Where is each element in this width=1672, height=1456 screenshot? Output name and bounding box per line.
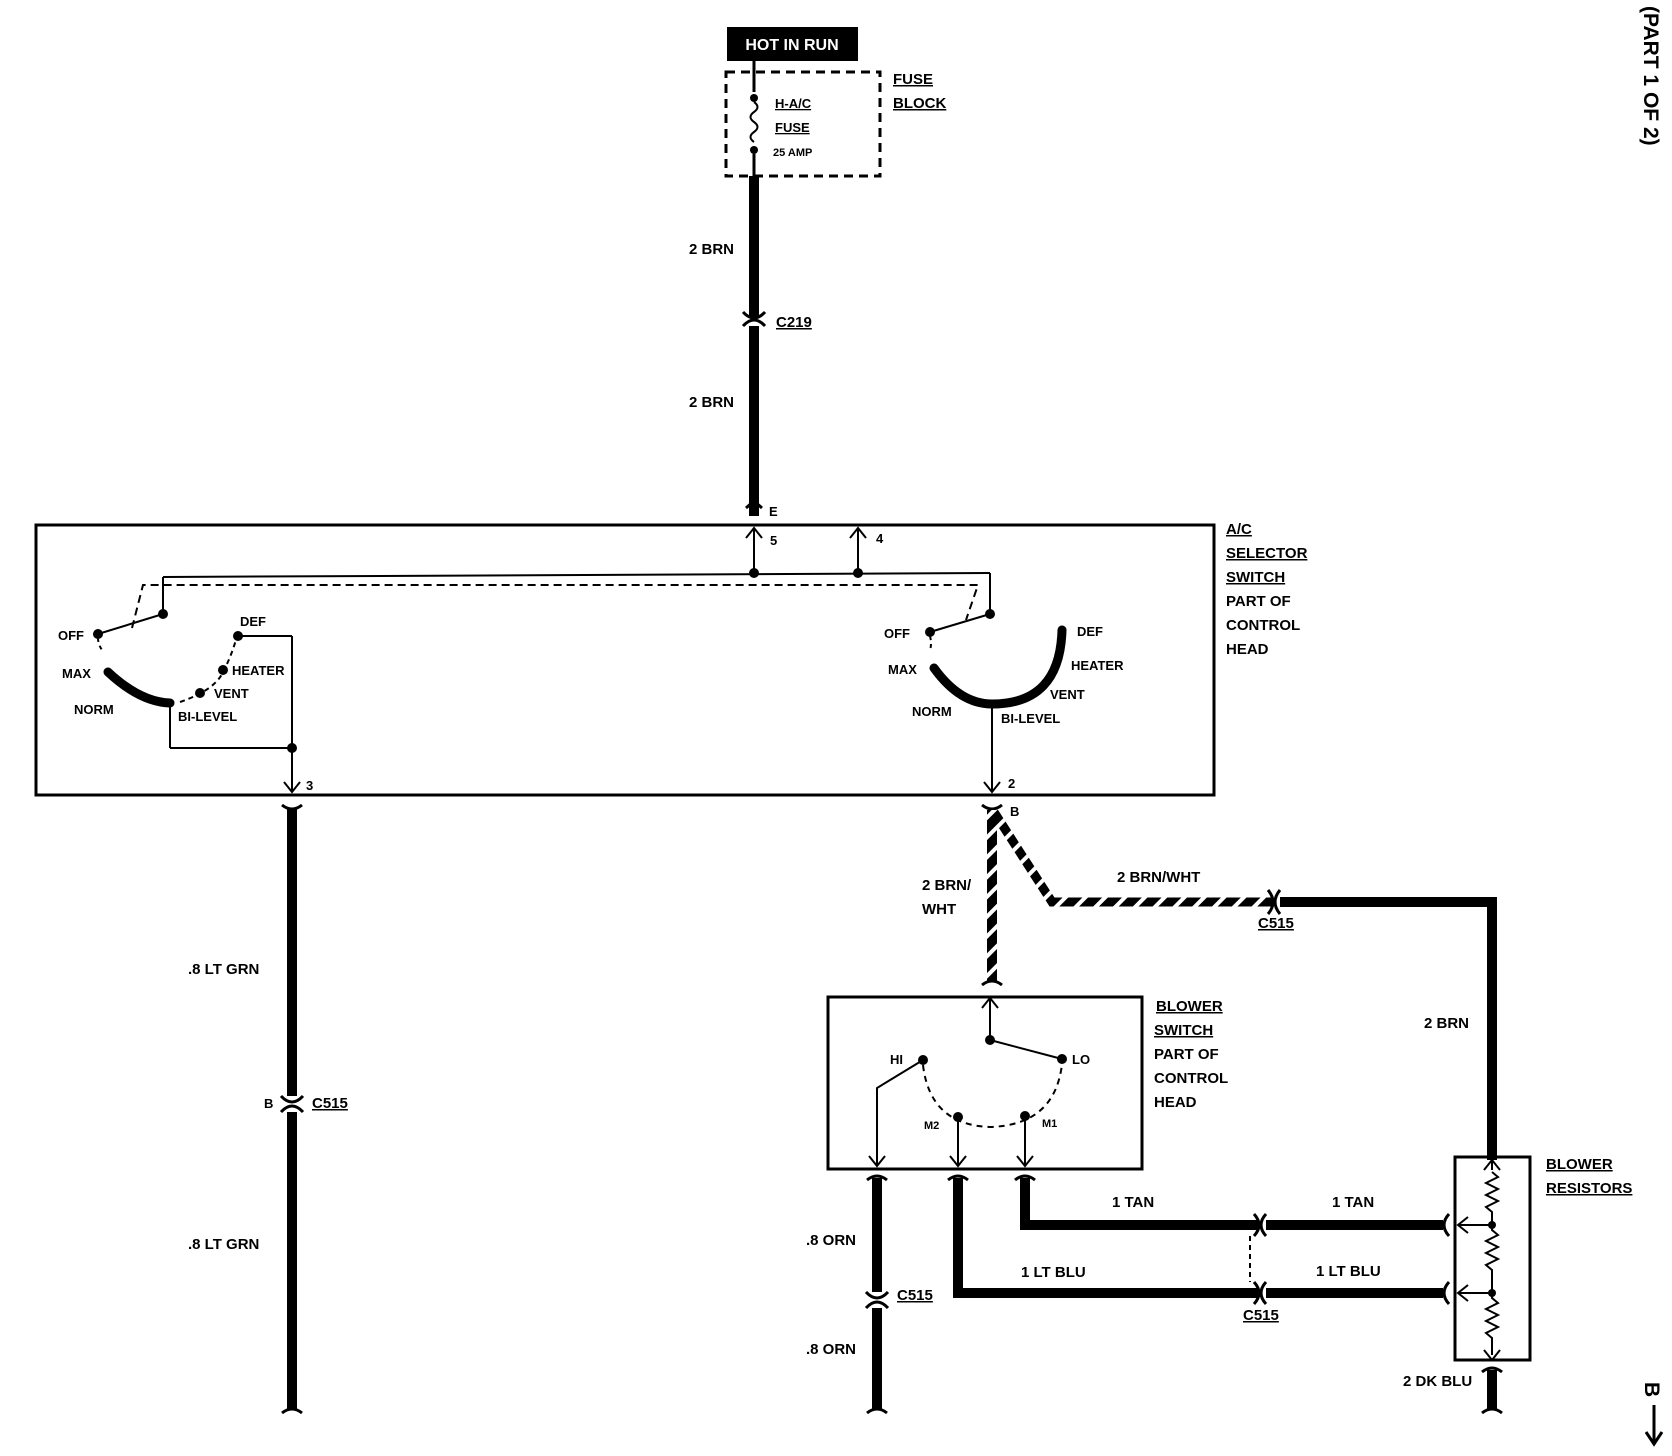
connector-c515-orn: C515 xyxy=(897,1287,933,1304)
svg-text:SELECTOR: SELECTOR xyxy=(1226,545,1308,562)
right-norm-label: NORM xyxy=(912,704,952,719)
svg-text:CONTROL: CONTROL xyxy=(1226,617,1300,634)
wire-dk-blu xyxy=(1481,1366,1503,1415)
pin-4: 4 xyxy=(876,531,884,546)
left-bilevel-label: BI-LEVEL xyxy=(178,709,237,724)
right-heater-label: HEATER xyxy=(1071,658,1124,673)
pin-e: E xyxy=(769,504,778,519)
blower-resistors xyxy=(1453,1155,1532,1362)
fuse-block-label-2: BLOCK xyxy=(893,95,946,112)
svg-text:A/C: A/C xyxy=(1226,521,1252,538)
wire-label-dk-blu: 2 DK BLU xyxy=(1403,1373,1472,1390)
wire-label-brn-wht-long: 2 BRN/WHT xyxy=(1117,869,1200,886)
svg-text:HEAD: HEAD xyxy=(1226,641,1269,658)
left-norm-label: NORM xyxy=(74,702,114,717)
right-bilevel-label: BI-LEVEL xyxy=(1001,711,1060,726)
wire-tan xyxy=(1014,1174,1451,1282)
resistor-icon xyxy=(1483,1293,1501,1355)
left-max-label: MAX xyxy=(62,666,91,681)
wire-label-lt-blu-right: 1 LT BLU xyxy=(1316,1263,1381,1280)
selector-switch-label: A/C SELECTOR SWITCH PART OF CONTROL HEAD xyxy=(1226,521,1308,658)
wire-label-2-brn-upper: 2 BRN xyxy=(689,241,734,258)
connector-c515-left: C515 xyxy=(312,1095,348,1112)
connector-c219: C219 xyxy=(776,314,812,331)
wire-label-lt-blu-left: 1 LT BLU xyxy=(1021,1264,1086,1281)
right-off-label: OFF xyxy=(884,626,910,641)
ac-selector-switch xyxy=(34,523,1216,797)
fuse-word: FUSE xyxy=(775,120,810,135)
right-def-label: DEF xyxy=(1077,624,1103,639)
blower-lo-label: LO xyxy=(1072,1052,1090,1067)
svg-text:CONTROL: CONTROL xyxy=(1154,1070,1228,1087)
left-off-label: OFF xyxy=(58,628,84,643)
pin-3: 3 xyxy=(306,778,313,793)
pin-2: 2 xyxy=(1008,776,1015,791)
left-heater-label: HEATER xyxy=(232,663,285,678)
wire-label-tan-left: 1 TAN xyxy=(1112,1194,1154,1211)
pin-5: 5 xyxy=(770,533,777,548)
wire-2-brn-main xyxy=(741,176,767,516)
blower-hi-label: HI xyxy=(890,1052,903,1067)
wire-label-orn-upper: .8 ORN xyxy=(806,1232,856,1249)
wire-label-tan-right: 1 TAN xyxy=(1332,1194,1374,1211)
wire-lt-blu xyxy=(947,1174,1451,1306)
wire-orn xyxy=(864,1174,890,1415)
continuation-label: B xyxy=(1640,1382,1663,1397)
fuse-block: H-A/C FUSE 25 AMP xyxy=(724,61,882,178)
pin-b-left: B xyxy=(264,1096,273,1111)
svg-text:RESISTORS: RESISTORS xyxy=(1546,1180,1632,1197)
svg-text:SWITCH: SWITCH xyxy=(1154,1022,1213,1039)
right-vent-label: VENT xyxy=(1050,687,1085,702)
continuation-marker: B xyxy=(1640,1382,1664,1447)
arrow-down-icon xyxy=(1644,1431,1664,1447)
wire-label-lt-grn-lower: .8 LT GRN xyxy=(188,1236,259,1253)
blower-resistors-label: BLOWER RESISTORS xyxy=(1546,1156,1632,1197)
hot-in-run-badge: HOT IN RUN xyxy=(727,27,858,61)
left-def-label: DEF xyxy=(240,614,266,629)
wire-lt-grn xyxy=(279,803,305,1415)
wire-label-orn-lower: .8 ORN xyxy=(806,1341,856,1358)
hot-in-run-text: HOT IN RUN xyxy=(745,37,838,54)
resistor-icon xyxy=(1483,1171,1501,1225)
fuse-icon xyxy=(749,101,759,143)
left-vent-label: VENT xyxy=(214,686,249,701)
svg-text:BLOWER: BLOWER xyxy=(1546,1156,1613,1173)
connector-c515-bottom: C515 xyxy=(1243,1307,1279,1324)
wire-label-lt-grn-upper: .8 LT GRN xyxy=(188,961,259,978)
fuse-block-label-1: FUSE xyxy=(893,71,933,88)
blower-switch-label: BLOWER SWITCH PART OF CONTROL HEAD xyxy=(1154,998,1228,1111)
blower-switch xyxy=(826,995,1144,1171)
wire-label-2-brn-right: 2 BRN xyxy=(1424,1015,1469,1032)
resistor-icon xyxy=(1483,1225,1501,1293)
svg-text:HEAD: HEAD xyxy=(1154,1094,1197,1111)
wire-label-2-brn-lower: 2 BRN xyxy=(689,394,734,411)
right-max-label: MAX xyxy=(888,662,917,677)
svg-text:PART OF: PART OF xyxy=(1226,593,1291,610)
wire-2-brn-wht xyxy=(981,803,1497,1160)
pin-b-right: B xyxy=(1010,804,1019,819)
svg-text:PART OF: PART OF xyxy=(1154,1046,1219,1063)
wire-label-brn-wht-b: WHT xyxy=(922,901,956,918)
blower-m2-label: M2 xyxy=(924,1120,939,1132)
connector-c515-top: C515 xyxy=(1258,915,1294,932)
svg-text:BLOWER: BLOWER xyxy=(1156,998,1223,1015)
svg-text:SWITCH: SWITCH xyxy=(1226,569,1285,586)
fuse-name: H-A/C xyxy=(775,96,812,111)
fuse-rating: 25 AMP xyxy=(773,147,812,159)
wire-label-brn-wht-a: 2 BRN/ xyxy=(922,877,972,894)
blower-m1-label: M1 xyxy=(1042,1118,1057,1130)
page-part-title: (PART 1 OF 2) xyxy=(1639,6,1662,146)
